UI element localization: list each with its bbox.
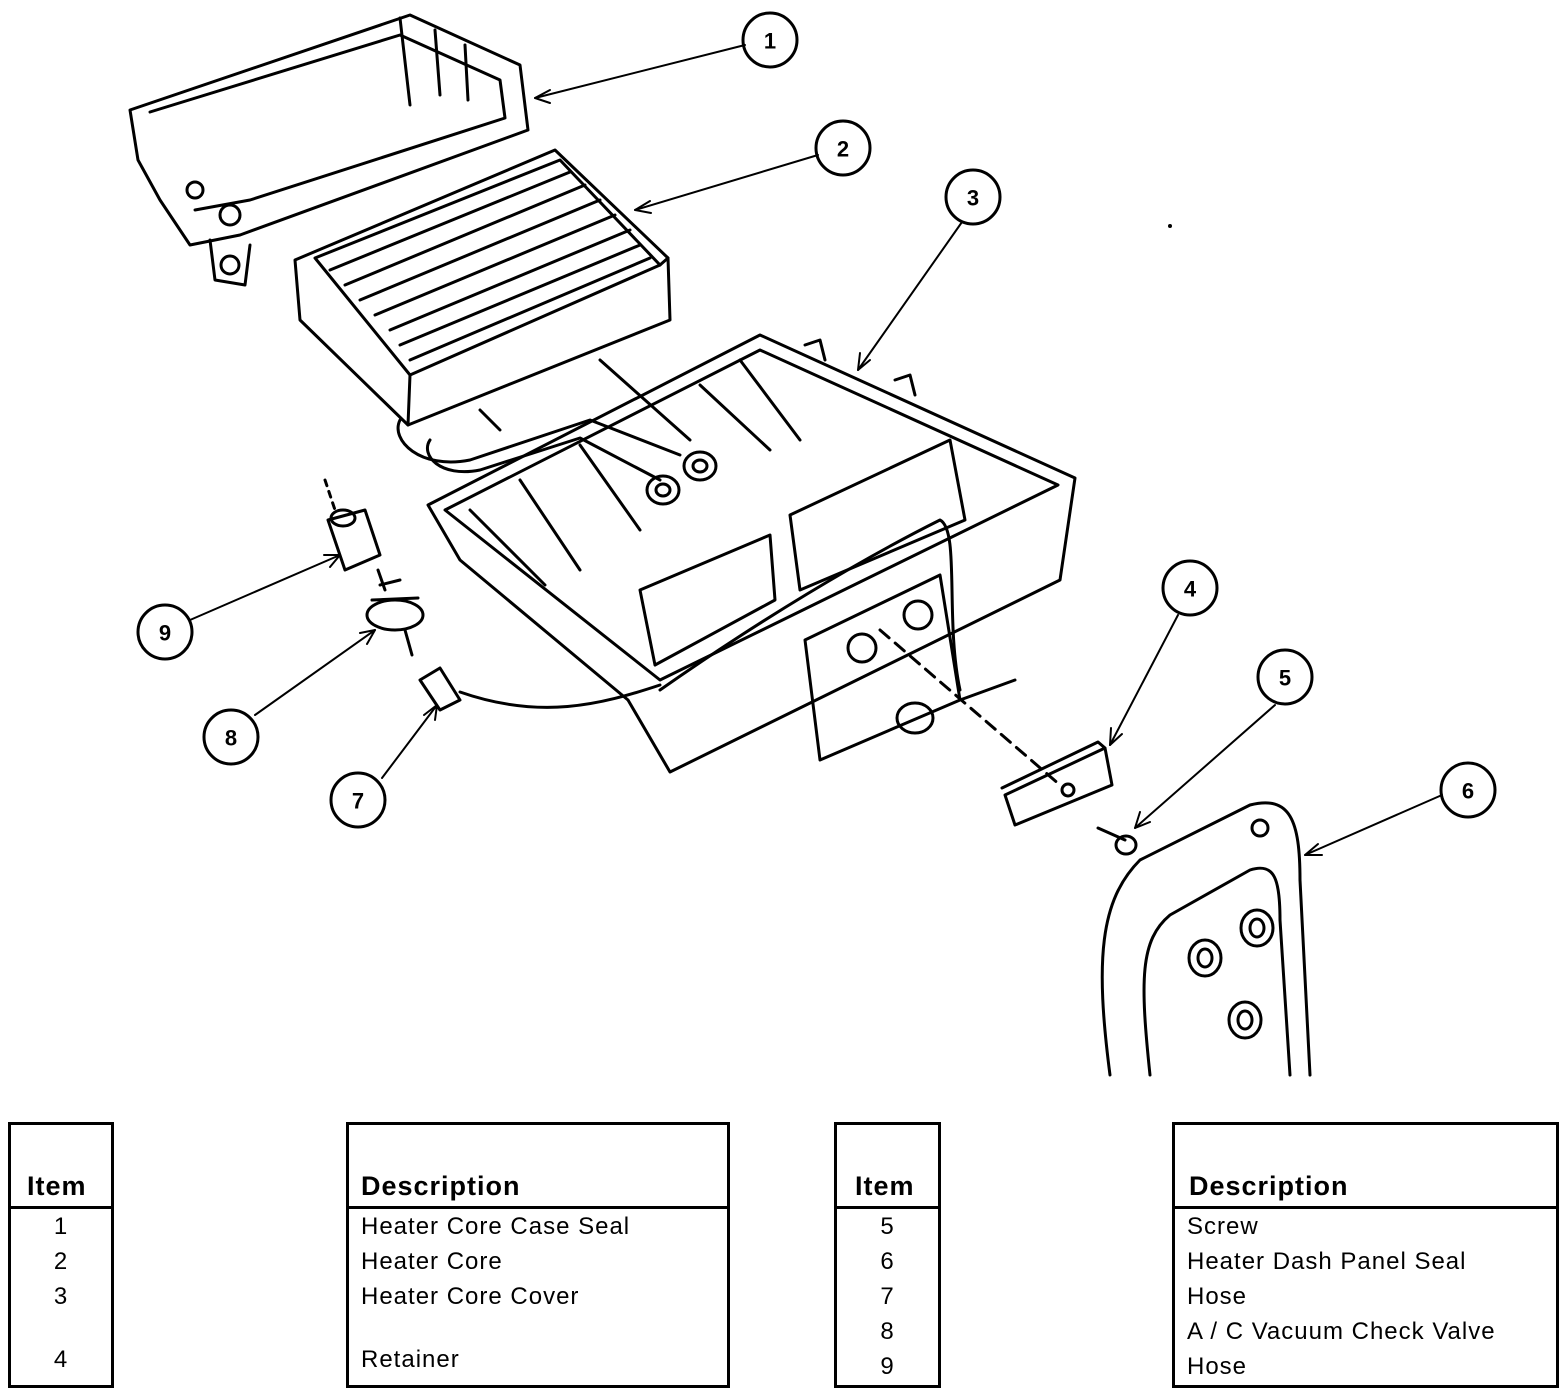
heater-dash-panel-seal-drawing <box>1100 801 1312 1077</box>
item-header: Item <box>855 1171 915 1201</box>
callout-3: 3 <box>967 186 979 211</box>
item-description: Hose <box>1187 1353 1248 1380</box>
legend-left-description-column: Description Heater Core Case Seal Heater… <box>346 1122 730 1388</box>
item-number: 7 <box>880 1283 895 1310</box>
item-number: 6 <box>880 1248 895 1275</box>
legend-right-item-column: Item 5 6 7 8 9 <box>834 1122 941 1388</box>
speck <box>1168 224 1172 228</box>
callout-1: 1 <box>764 29 776 54</box>
item-header: Item <box>27 1171 87 1201</box>
legend-left-item-column: Item 1 2 3 4 <box>8 1122 114 1388</box>
description-header: Description <box>361 1171 521 1201</box>
callout-5: 5 <box>1279 666 1291 691</box>
item-number: 5 <box>880 1213 895 1240</box>
heater-core-case-seal-drawing <box>128 13 530 287</box>
description-header: Description <box>1189 1171 1349 1201</box>
heater-core-cover-drawing <box>426 333 1077 774</box>
callout-circles <box>136 11 1497 829</box>
item-description: Screw <box>1187 1213 1259 1240</box>
item-number: 1 <box>53 1213 69 1240</box>
item-description: A / C Vacuum Check Valve <box>1187 1318 1496 1345</box>
screw-drawing <box>1096 826 1138 856</box>
item-description: Heater Dash Panel Seal <box>1187 1248 1467 1275</box>
item-number: 2 <box>53 1248 69 1275</box>
item-description: Retainer <box>361 1346 460 1373</box>
callout-9: 9 <box>159 621 171 646</box>
heater-core-drawing <box>293 148 718 506</box>
callout-6: 6 <box>1462 779 1474 804</box>
item-description: Heater Core <box>361 1248 503 1275</box>
item-description: Heater Core Case Seal <box>361 1213 631 1240</box>
exploded-view-diagram: 1 2 3 4 5 6 7 8 9 <box>128 11 1497 1077</box>
item-number: 3 <box>53 1283 69 1310</box>
item-description: Heater Core Cover <box>361 1283 580 1310</box>
item-number: 9 <box>880 1353 895 1380</box>
item-description: Hose <box>1187 1283 1248 1310</box>
callout-4: 4 <box>1184 577 1197 602</box>
item-number: 4 <box>53 1346 69 1373</box>
item-number: 8 <box>880 1318 895 1345</box>
legend-right-description-column: Description Screw Heater Dash Panel Seal… <box>1172 1122 1559 1388</box>
hose-and-valve-drawing <box>323 478 662 712</box>
callout-8: 8 <box>225 726 237 751</box>
callout-7: 7 <box>352 789 364 814</box>
leader-lines <box>189 44 1443 856</box>
retainer-drawing <box>878 628 1114 827</box>
callout-2: 2 <box>837 137 849 162</box>
